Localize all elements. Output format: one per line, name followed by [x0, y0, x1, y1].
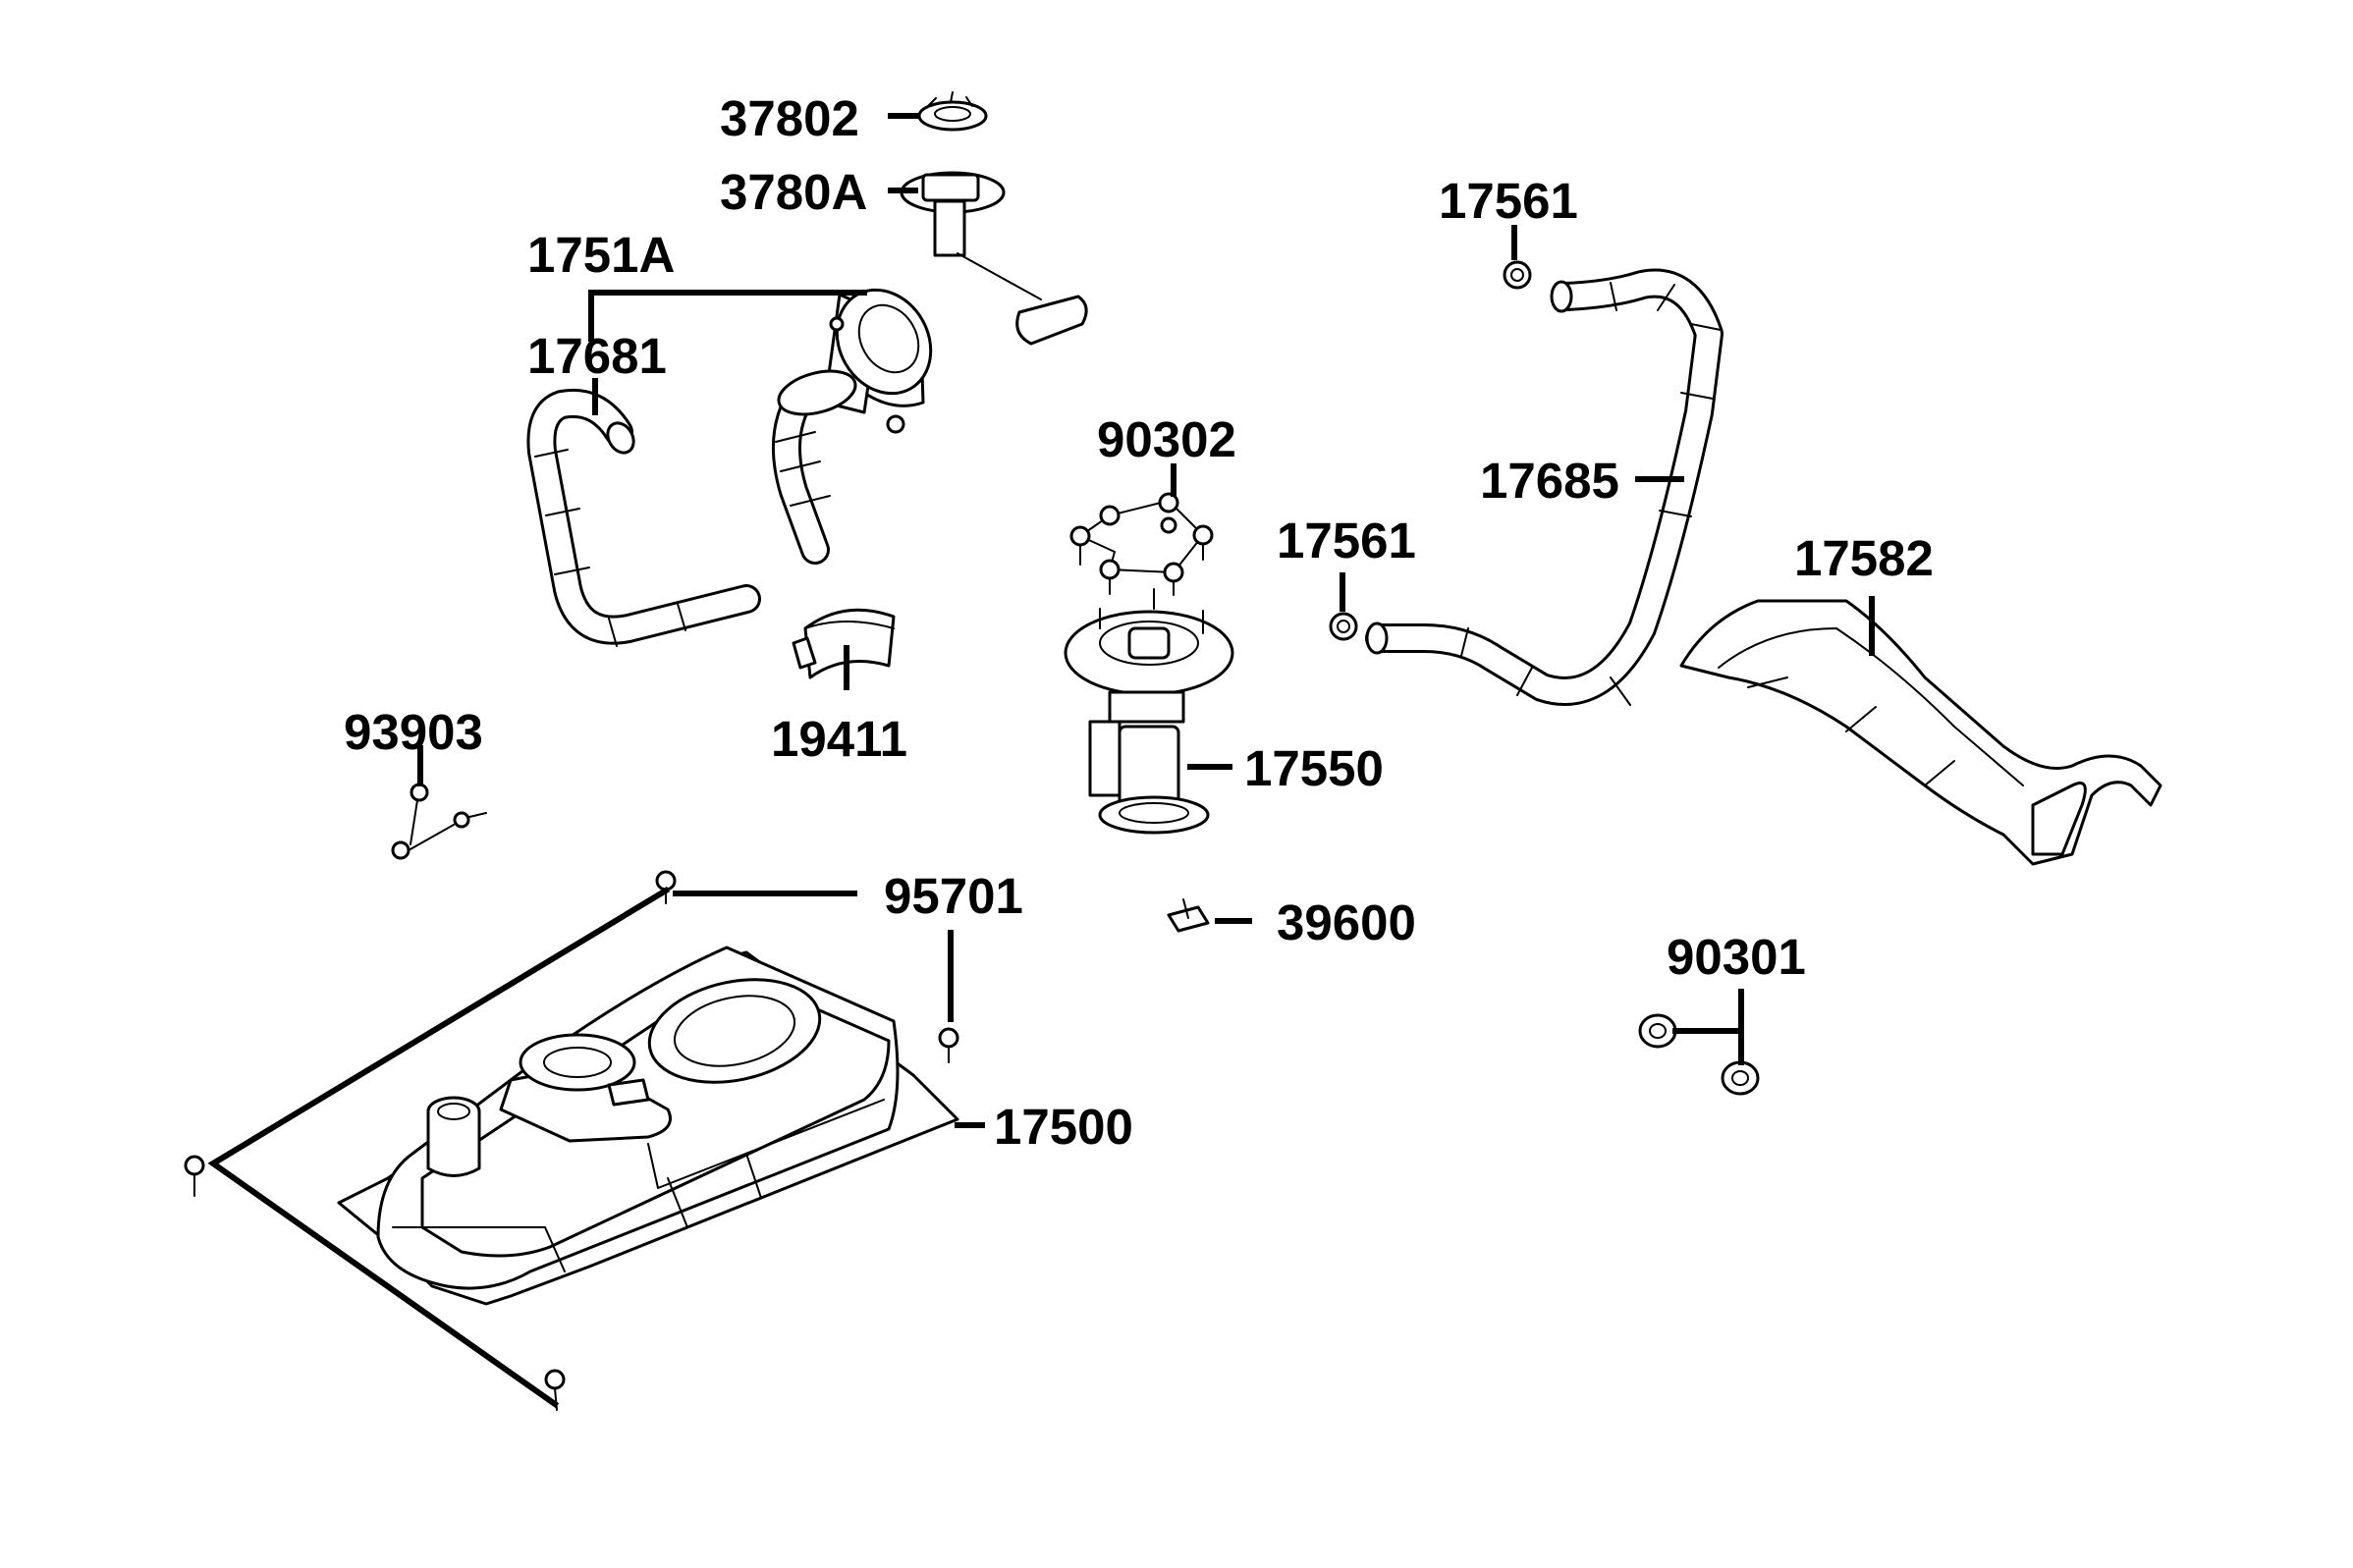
part-17681-breather-hose: [526, 388, 761, 647]
label-17681: 17681: [527, 328, 667, 384]
part-90301-grommets: [1638, 1013, 1760, 1096]
label-1751A: 1751A: [527, 227, 675, 283]
label-3780A: 3780A: [720, 164, 867, 220]
part-19411-hose-band: [792, 608, 896, 679]
leader-1751A: [588, 290, 867, 342]
label-19411: 19411: [771, 711, 907, 767]
label-17561-mid: 17561: [1277, 513, 1416, 568]
label-17685: 17685: [1480, 453, 1619, 509]
label-17550: 17550: [1244, 740, 1384, 796]
label-17500: 17500: [994, 1099, 1133, 1155]
label-17561-top: 17561: [1439, 173, 1578, 229]
part-17685-fuel-hose: [1365, 268, 1724, 706]
label-95701: 95701: [884, 868, 1023, 924]
part-17500-fuel-tank: [337, 946, 959, 1306]
part-93903-screws: [391, 783, 487, 860]
label-90302: 90302: [1097, 411, 1236, 467]
leader-95701-cross: [207, 886, 671, 1409]
part-17582-heat-guard: [1679, 599, 2162, 866]
part-95701-bolts: [184, 870, 959, 1411]
label-90301: 90301: [1667, 929, 1806, 985]
part-3780A-fuel-sender: [900, 171, 1088, 346]
part-39600-clip: [1167, 898, 1210, 933]
part-37802-lock-ring: [917, 91, 988, 132]
label-93903: 93903: [344, 704, 483, 760]
part-17561-mid-clip: [1329, 612, 1358, 641]
part-90302-bolts: [1069, 492, 1214, 596]
part-1751A-filler-neck: [771, 288, 933, 565]
label-39600: 39600: [1277, 894, 1416, 950]
part-17550-fuel-pump: [1064, 588, 1234, 835]
label-17582: 17582: [1794, 530, 1934, 586]
part-17561-top-clip: [1503, 260, 1532, 290]
leader-90301: [1672, 1028, 1744, 1065]
label-37802: 37802: [720, 90, 859, 146]
